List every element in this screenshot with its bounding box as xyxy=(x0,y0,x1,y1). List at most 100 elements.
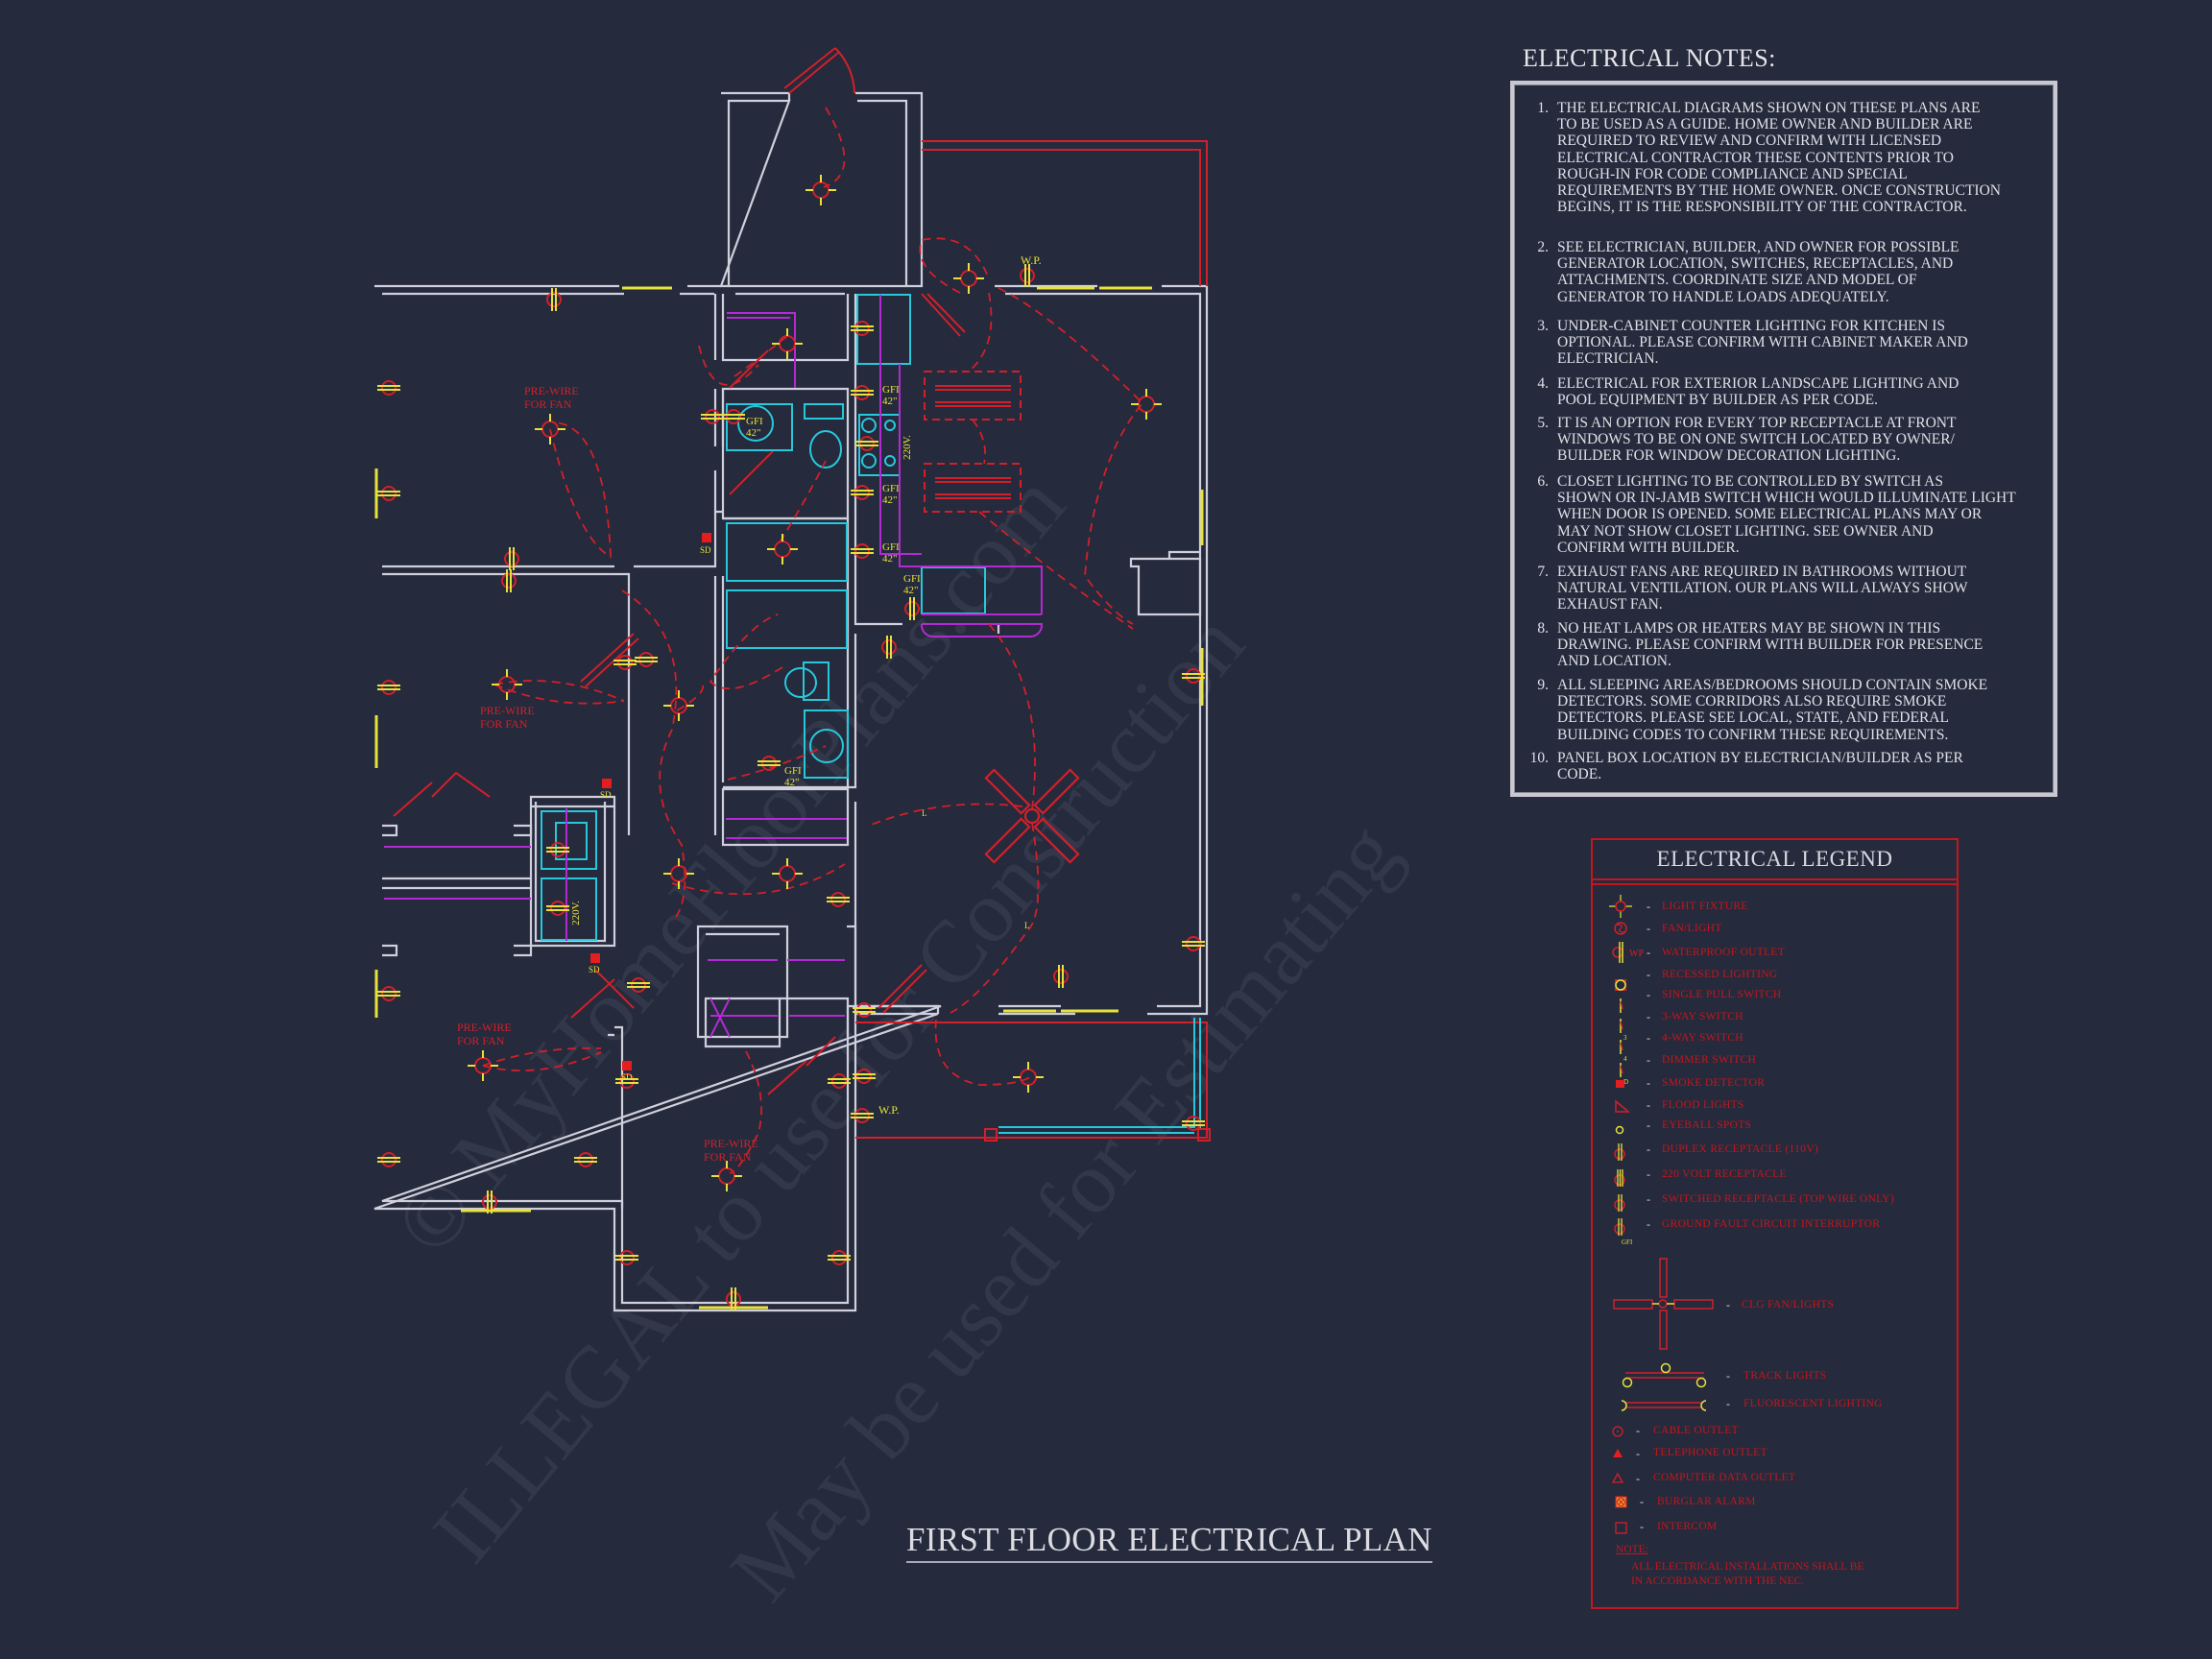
line-label: L xyxy=(1024,921,1030,930)
legend-icons: WP 3 4 D GFI xyxy=(1609,895,1714,1534)
note-item: 9. ALL SLEEPING AREAS/BEDROOMS SHOULD CON… xyxy=(1527,677,2037,743)
note-number: 6. xyxy=(1537,473,1549,490)
legend-dash: - xyxy=(1647,900,1650,913)
note-number: 5. xyxy=(1537,415,1549,431)
fluorescent-lighting-icon xyxy=(1621,1400,1707,1411)
legend-label: SINGLE PULL SWITCH xyxy=(1662,989,1782,1000)
gfi-label: GFI 42" xyxy=(903,573,921,596)
sd-label: SD xyxy=(600,790,612,800)
legend-dash: - xyxy=(1647,1118,1650,1132)
sd-label: SD xyxy=(621,1072,633,1082)
legend-label: TRACK LIGHTS xyxy=(1743,1370,1827,1382)
legend-label: COMPUTER DATA OUTLET xyxy=(1653,1472,1796,1483)
note-number: 8. xyxy=(1537,620,1549,637)
legend-dash: - xyxy=(1647,1053,1650,1067)
page-title: FIRST FLOOR ELECTRICAL PLAN xyxy=(906,1521,1432,1563)
legend-label: GROUND FAULT CIRCUIT INTERRUPTOR xyxy=(1662,1218,1881,1230)
note-item: 4. ELECTRICAL FOR EXTERIOR LANDSCAPE LIGH… xyxy=(1527,375,2037,408)
gfi-label: GFI 42" xyxy=(746,416,763,439)
svg-text:WP: WP xyxy=(1629,949,1644,959)
note-text: ELECTRICAL FOR EXTERIOR LANDSCAPE LIGHTI… xyxy=(1557,375,1960,409)
fluorescent-lights xyxy=(924,371,1022,513)
windows xyxy=(374,286,1204,1310)
note-number: 7. xyxy=(1537,564,1549,580)
note-text: NO HEAT LAMPS OR HEATERS MAY BE SHOWN IN… xyxy=(1557,620,1984,670)
sd-label: SD xyxy=(700,545,711,555)
electrical-notes-title: ELECTRICAL NOTES: xyxy=(1523,44,1776,72)
legend-dash: - xyxy=(1647,1076,1650,1090)
svg-text:D: D xyxy=(1623,1078,1628,1086)
note-text: ALL SLEEPING AREAS/BEDROOMS SHOULD CONTA… xyxy=(1557,677,1988,743)
legend-title: ELECTRICAL LEGEND xyxy=(1656,847,1893,871)
legend-dash: - xyxy=(1640,1495,1644,1508)
note-text: CLOSET LIGHTING TO BE CONTROLLED BY SWIT… xyxy=(1557,473,2016,556)
legend-dash: - xyxy=(1726,1369,1730,1382)
wp-label: W.P. xyxy=(1021,253,1042,267)
flood-lights-icon xyxy=(1615,1099,1631,1113)
220-volt-receptacle-icon xyxy=(1614,1169,1625,1187)
220v-label: 220V. xyxy=(569,901,582,926)
note-number: 9. xyxy=(1537,677,1549,693)
note-number: 3. xyxy=(1537,318,1549,334)
legend-label: 4-WAY SWITCH xyxy=(1662,1032,1743,1044)
doors-porch xyxy=(393,47,1208,1139)
electrical-notes-box: 1.THE ELECTRICAL DIAGRAMS SHOWN ON THESE… xyxy=(1510,81,2057,797)
legend-label: RECESSED LIGHTING xyxy=(1662,969,1778,980)
porch-rail xyxy=(998,1018,1201,1134)
wp-label: W.P. xyxy=(878,1103,900,1117)
legend-dash: - xyxy=(1636,1447,1640,1460)
electrical-legend: ELECTRICAL LEGEND WP 3 4 D GFI - LIGHT xyxy=(1591,838,1959,1609)
ceiling-fan xyxy=(984,768,1080,864)
legend-label: DIMMER SWITCH xyxy=(1662,1054,1757,1066)
legend-note-heading: NOTE: xyxy=(1616,1544,1648,1555)
legend-label: 3-WAY SWITCH xyxy=(1662,1011,1743,1022)
3-way-switch-icon: 3 xyxy=(1620,1019,1627,1042)
gfi-label: GFI 42" xyxy=(784,765,802,788)
circuit-leads xyxy=(482,107,1144,1174)
note-item: 5.IT IS AN OPTION FOR EVERY TOP RECEPTAC… xyxy=(1527,415,2037,465)
note-item: 3. UNDER-CABINET COUNTER LIGHTING FOR KIT… xyxy=(1527,318,2037,368)
legend-dash: - xyxy=(1726,1298,1730,1311)
legend-label: TELEPHONE OUTLET xyxy=(1653,1447,1767,1458)
gfci-icon: GFI xyxy=(1614,1218,1633,1246)
legend-dash: - xyxy=(1647,1142,1650,1156)
eyeball-spots-icon xyxy=(1615,1125,1624,1135)
4-way-switch-icon: 4 xyxy=(1620,1040,1627,1063)
note-text: UNDER-CABINET COUNTER LIGHTING FOR KITCH… xyxy=(1557,318,1968,368)
computer-data-outlet-icon xyxy=(1611,1472,1624,1483)
legend-note-text: ALL ELECTRICAL INSTALLATIONS SHALL BE IN… xyxy=(1631,1561,1864,1587)
legend-dash: - xyxy=(1647,988,1650,1001)
legend-dash: - xyxy=(1647,1167,1650,1181)
line-label: L xyxy=(922,808,927,818)
legend-label: FLOOD LIGHTS xyxy=(1662,1099,1744,1111)
cabinet-lines xyxy=(384,295,1044,1038)
light-fixture-icon xyxy=(1609,895,1632,918)
note-item: 8. NO HEAT LAMPS OR HEATERS MAY BE SHOWN … xyxy=(1527,620,2037,670)
smoke-detector-icon xyxy=(1616,1080,1624,1088)
light-fixtures xyxy=(467,174,1163,1192)
svg-text:4: 4 xyxy=(1623,1055,1627,1063)
legend-label: BURGLAR ALARM xyxy=(1657,1496,1756,1507)
note-number: 1. xyxy=(1537,100,1549,116)
legend-label: 220 VOLT RECEPTACLE xyxy=(1662,1168,1787,1180)
220v-label: 220V. xyxy=(901,435,913,460)
note-item: 10.PANEL BOX LOCATION BY ELECTRICIAN/BUI… xyxy=(1527,750,2037,782)
legend-label: INTERCOM xyxy=(1657,1521,1718,1532)
svg-text:3: 3 xyxy=(1623,1034,1627,1042)
note-item: 1.THE ELECTRICAL DIAGRAMS SHOWN ON THESE… xyxy=(1527,100,2037,215)
legend-dash: - xyxy=(1636,1472,1640,1485)
note-number: 4. xyxy=(1537,375,1549,392)
recessed-lighting-icon xyxy=(1615,979,1626,991)
gfi-label: GFI 42" xyxy=(882,384,900,407)
legend-label: SMOKE DETECTOR xyxy=(1662,1077,1766,1089)
note-text: PANEL BOX LOCATION BY ELECTRICIAN/BUILDE… xyxy=(1557,750,1963,783)
gfi-label: GFI 42" xyxy=(882,541,900,565)
legend-label: EYEBALL SPOTS xyxy=(1662,1119,1752,1131)
single-pull-switch-icon xyxy=(1620,998,1623,1013)
sd-label: SD xyxy=(589,965,600,974)
prewire-fan-label: PRE-WIRE FOR FAN xyxy=(524,384,579,411)
note-item: 6. CLOSET LIGHTING TO BE CONTROLLED BY SW… xyxy=(1527,473,2037,556)
smoke-detectors xyxy=(590,533,711,1070)
legend-dash: - xyxy=(1640,1520,1644,1533)
legend-dash: - xyxy=(1647,1217,1650,1231)
